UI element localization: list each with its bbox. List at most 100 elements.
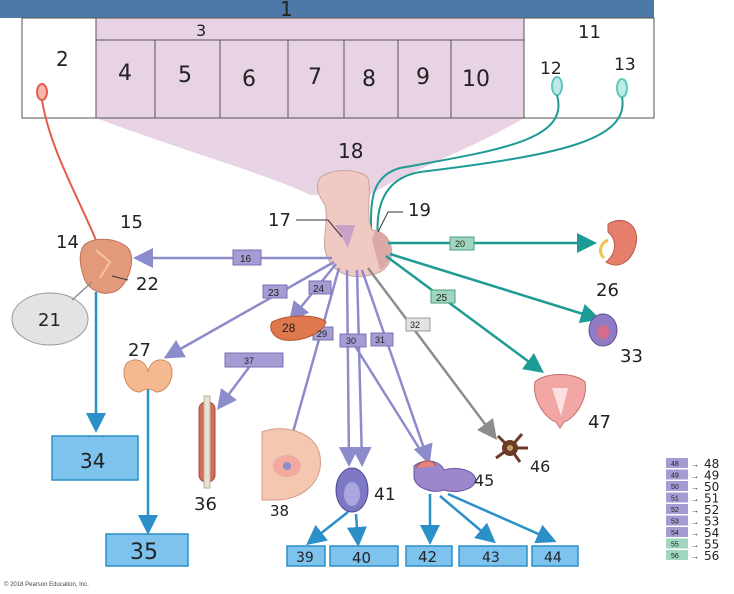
label-15: 15 <box>120 212 143 233</box>
pink-panel-label: 3 <box>196 21 206 40</box>
liver <box>270 315 327 341</box>
label-45: 45 <box>474 471 494 490</box>
label-21: 21 <box>38 310 61 331</box>
legend-code: 51 <box>671 496 679 503</box>
label-35: 35 <box>130 540 158 565</box>
box-34 <box>51 435 139 481</box>
teal-neuron-13 <box>376 78 628 241</box>
leader-21 <box>71 281 93 301</box>
pink-panel <box>95 17 525 119</box>
label-43: 43 <box>482 550 500 566</box>
teal-arrows <box>385 233 601 373</box>
legend-answer: 52 <box>704 503 719 517</box>
label-34: 34 <box>80 449 105 473</box>
label-47: 47 <box>588 412 611 433</box>
teal-neuron-12 <box>369 76 563 241</box>
legend-swatch <box>666 515 688 526</box>
oval-21 <box>11 292 89 346</box>
tag-31 <box>370 332 394 347</box>
cell-label-9: 9 <box>416 65 430 90</box>
header-label: 1 <box>280 0 293 21</box>
legend-swatch <box>666 538 688 549</box>
cell-label-6: 6 <box>242 67 256 92</box>
blue-arrows <box>86 292 557 547</box>
legend: 48→4849→4950→5051→5152→5253→5354→5455→55… <box>666 457 719 563</box>
uterus <box>534 374 586 429</box>
legend-answer: 50 <box>704 480 719 494</box>
legend-swatch <box>666 458 688 468</box>
legend-arrow: → <box>691 552 699 561</box>
label-14: 14 <box>56 232 79 253</box>
header-bar <box>0 0 654 18</box>
legend-code: 55 <box>671 542 679 549</box>
label-42: 42 <box>418 548 437 566</box>
breast <box>261 428 321 501</box>
legend-code: 53 <box>671 519 679 526</box>
tag-20 <box>449 236 475 251</box>
label-22: 22 <box>136 274 159 295</box>
label-32: 32 <box>410 320 420 330</box>
label-30: 30 <box>346 336 356 346</box>
label-19: 19 <box>408 200 431 221</box>
label-41: 41 <box>374 485 396 505</box>
legend-swatch <box>666 550 688 560</box>
tag-25 <box>430 289 456 304</box>
copyright: © 2018 Pearson Education, Inc. <box>4 582 89 588</box>
label-44: 44 <box>544 550 562 566</box>
cell-label-10: 10 <box>462 67 490 92</box>
label-40: 40 <box>352 549 371 567</box>
label-37: 37 <box>244 356 254 366</box>
legend-code: 52 <box>671 507 679 514</box>
legend-arrow: → <box>691 483 699 492</box>
melanocyte-46 <box>495 433 528 463</box>
label-18: 18 <box>338 139 363 163</box>
box-40 <box>329 545 399 567</box>
legend-swatch <box>666 492 688 503</box>
label-33: 33 <box>620 346 643 367</box>
legend-swatch <box>666 481 688 491</box>
lavender-arrows <box>133 248 433 467</box>
kidney <box>599 219 638 266</box>
label-24: 24 <box>313 284 325 295</box>
legend-arrow: → <box>691 541 699 550</box>
tag-37 <box>224 352 284 368</box>
legend-arrow: → <box>691 518 699 527</box>
legend-arrow: → <box>691 506 699 515</box>
pancreas-45 <box>413 460 477 493</box>
legend-code: 48 <box>671 461 679 468</box>
legend-code: 49 <box>671 473 679 480</box>
legend-answer: 54 <box>704 526 719 540</box>
legend-arrow: → <box>691 529 699 538</box>
muscle-bone <box>198 395 216 489</box>
thyroid <box>123 359 173 393</box>
cell-label-7: 7 <box>308 65 322 90</box>
label-23: 23 <box>268 288 280 299</box>
legend-arrow: → <box>691 460 699 469</box>
label-28: 28 <box>282 321 296 335</box>
right-item-12: 12 <box>540 59 562 79</box>
legend-code: 54 <box>671 530 679 537</box>
label-31: 31 <box>375 335 385 345</box>
legend-arrow: → <box>691 472 699 481</box>
label-16: 16 <box>240 254 252 265</box>
top-right-label: 11 <box>578 22 601 43</box>
legend-answer: 53 <box>704 515 719 529</box>
legend-code: 56 <box>671 553 679 560</box>
legend-swatch <box>666 469 688 480</box>
tag-23 <box>262 284 288 299</box>
cell-label-8: 8 <box>362 67 376 92</box>
box-44 <box>531 545 579 567</box>
label-25: 25 <box>436 293 448 304</box>
top-left-label: 2 <box>56 47 69 71</box>
legend-swatch <box>666 527 688 537</box>
legend-answer: 49 <box>704 469 719 483</box>
testis <box>335 467 369 513</box>
tag-30 <box>339 333 367 348</box>
tag-32 <box>405 317 431 332</box>
legend-code: 50 <box>671 484 679 491</box>
label-26: 26 <box>596 280 619 301</box>
pituitary-gland <box>317 170 393 278</box>
pink-cells <box>154 40 452 118</box>
legend-answer: 56 <box>704 549 719 563</box>
